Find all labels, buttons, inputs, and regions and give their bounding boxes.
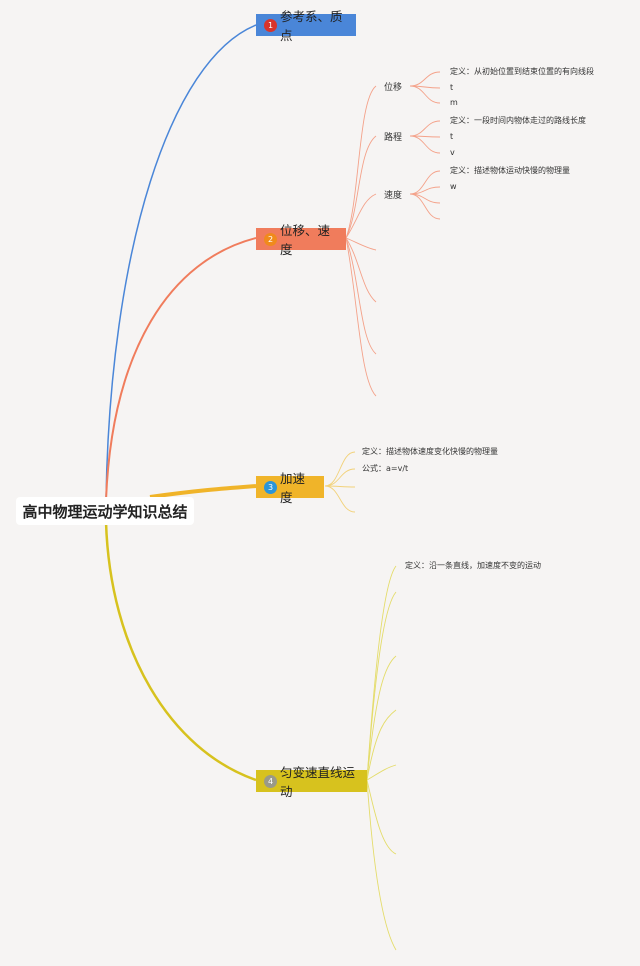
leaf-displacement-definition[interactable]: 定义：从初始位置到结束位置的有向线段 xyxy=(450,67,594,76)
number-badge-icon: 1 xyxy=(264,18,277,32)
leaf-uniform-acceleration-definition[interactable]: 定义：沿一条直线，加速度不变的运动 xyxy=(405,561,541,570)
central-topic[interactable]: 高中物理运动学知识总结 xyxy=(16,497,194,525)
subtopic-distance[interactable]: 路程 xyxy=(384,133,403,143)
leaf-speed-definition[interactable]: 定义：描述物体运动快慢的物理量 xyxy=(450,166,570,175)
topic-displacement-velocity[interactable]: 2 位移、速度 xyxy=(256,223,346,257)
subtopic-displacement[interactable]: 位移 xyxy=(384,83,403,93)
number-badge-icon: 3 xyxy=(264,480,277,494)
leaf-acceleration-definition[interactable]: 定义：描述物体速度变化快慢的物理量 xyxy=(362,447,498,456)
topic-label: 加速度 xyxy=(280,471,306,505)
topic-reference-frame[interactable]: 1 参考系、质点 xyxy=(256,9,356,43)
number-badge-icon: 4 xyxy=(264,774,277,788)
central-topic-label: 高中物理运动学知识总结 xyxy=(22,502,188,521)
topic-label: 参考系、质点 xyxy=(280,9,343,43)
leaf-displacement-m[interactable]: m xyxy=(450,98,458,107)
subtopic-speed[interactable]: 速度 xyxy=(384,191,403,201)
topic-acceleration[interactable]: 3 加速度 xyxy=(256,471,324,505)
leaf-speed-w[interactable]: w xyxy=(450,182,457,191)
number-badge-icon: 2 xyxy=(264,232,277,246)
leaf-displacement-t[interactable]: t xyxy=(450,83,454,92)
topic-label: 匀变速直线运动 xyxy=(280,765,356,799)
topic-uniform-acceleration[interactable]: 4 匀变速直线运动 xyxy=(256,765,367,799)
leaf-acceleration-formula[interactable]: 公式：a=v/t xyxy=(362,464,409,473)
topic-label: 位移、速度 xyxy=(280,223,331,257)
leaf-distance-definition[interactable]: 定义：一段时间内物体走过的路线长度 xyxy=(450,116,586,125)
leaf-distance-v[interactable]: v xyxy=(450,148,455,157)
leaf-distance-t[interactable]: t xyxy=(450,132,454,141)
